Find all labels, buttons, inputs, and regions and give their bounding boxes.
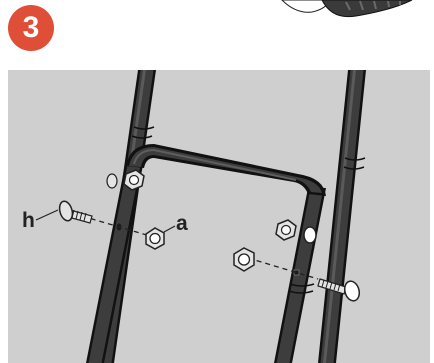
handle-assembly-diagram: h a: [8, 70, 430, 363]
carriage-bolt-h-icon: [57, 200, 92, 223]
lower-frame-u-tube: [86, 144, 326, 363]
callout-a: a: [164, 212, 188, 235]
callout-h-label: h: [22, 209, 35, 232]
right-handle-tube: [318, 70, 366, 363]
lock-nut-right-icon: [234, 248, 254, 271]
callout-h: h: [22, 209, 58, 232]
step-number-badge: 3: [8, 5, 54, 51]
assembly-panel: h a: [8, 70, 430, 363]
lock-nut-a-icon: [146, 228, 164, 249]
wheel-tire: [322, 0, 412, 17]
wheel-partial-icon: [0, 0, 434, 70]
callout-a-label: a: [176, 212, 188, 235]
